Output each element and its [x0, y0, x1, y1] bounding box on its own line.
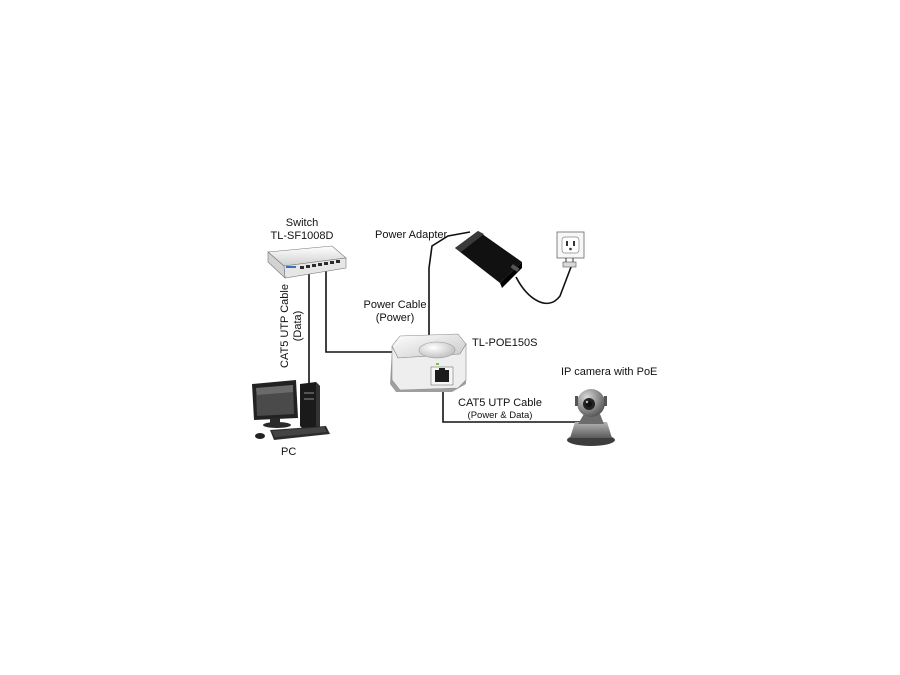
- camera-label: IP camera with PoE: [561, 366, 658, 378]
- switch-label: Switch TL-SF1008D: [262, 217, 342, 243]
- switch-model-label: TL-SF1008D: [270, 230, 334, 242]
- adapter-to-outlet-cable: [515, 266, 572, 305]
- power-cable-label-line1: Power Cable: [363, 299, 427, 311]
- cat5-power-data-label: CAT5 UTP Cable (Power & Data): [455, 397, 545, 421]
- poe-device-label: TL-POE150S: [472, 337, 538, 349]
- power-adapter-label: Power Adapter: [375, 229, 448, 241]
- cat5-data-label-line1: CAT5 UTP Cable: [279, 284, 291, 368]
- switch-device: [267, 245, 347, 279]
- cat5-power-data-cable: [442, 384, 582, 423]
- ip-camera: [567, 389, 615, 446]
- pc-label: PC: [281, 446, 297, 458]
- cat5-power-data-label-line2: (Power & Data): [467, 410, 533, 421]
- cat5-data-cable: [325, 268, 392, 353]
- power-cable-label: Power Cable (Power): [355, 299, 435, 325]
- poe-injector: [390, 333, 467, 392]
- power-cable-label-line2: (Power): [375, 312, 415, 324]
- power-cable: [428, 231, 471, 340]
- wall-outlet: [556, 231, 585, 268]
- switch-label-line1: Switch: [285, 217, 319, 229]
- cables: [308, 231, 582, 423]
- cat5-data-label-line2: (Data): [292, 310, 304, 342]
- pc-computer: [252, 380, 330, 440]
- power-adapter: [455, 231, 522, 288]
- cat5-power-data-label-line1: CAT5 UTP Cable: [458, 397, 542, 409]
- cat5-data-label: CAT5 UTP Cable (Data): [279, 276, 305, 376]
